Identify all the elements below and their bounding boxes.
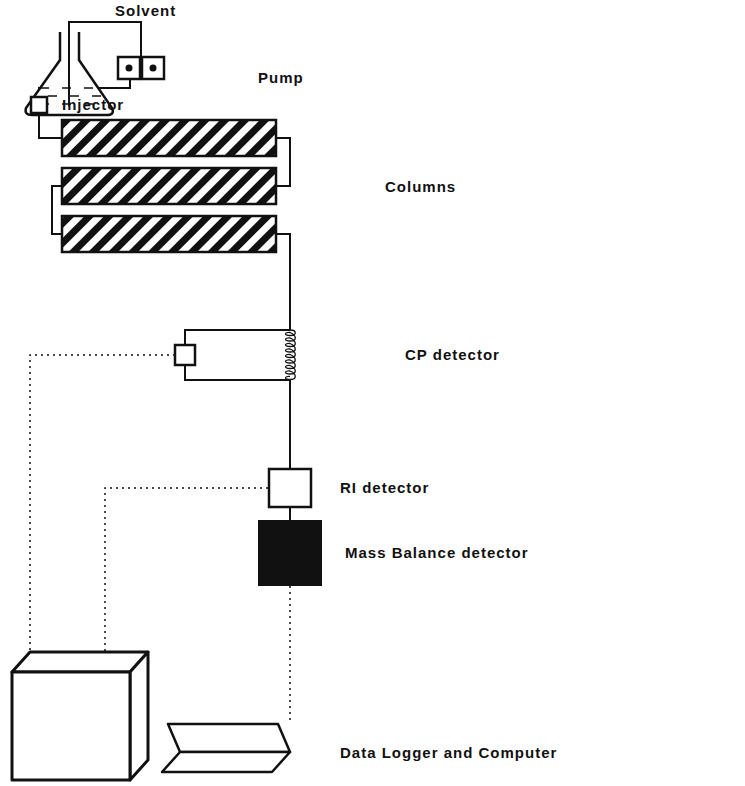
ri-detector: RI detector — [268, 468, 312, 508]
cp-detector-shape — [170, 325, 305, 385]
tubing — [289, 586, 291, 720]
tubing — [39, 114, 46, 138]
computer: Data Logger and Computer — [160, 720, 295, 776]
part-label: Solvent — [115, 2, 176, 20]
mass-balance-detector: Mass Balance detector — [258, 520, 322, 586]
part-label: RI detector — [340, 479, 429, 497]
cp-detector: CP detector — [170, 325, 305, 385]
part-label: CP detector — [405, 346, 500, 364]
signal-wire — [30, 355, 175, 652]
injector-shape — [30, 96, 48, 114]
columns-shape — [46, 116, 298, 256]
pump-shape — [118, 57, 164, 79]
tubing — [289, 385, 291, 468]
injector: Injector — [30, 96, 48, 114]
signal-wire — [105, 488, 268, 652]
part-label: Pump — [258, 69, 304, 87]
data-logger-box — [12, 652, 148, 780]
part-label: Columns — [385, 178, 456, 196]
computer-shape — [160, 720, 295, 776]
mass-balance-detector-shape — [258, 520, 322, 586]
columns: Columns — [46, 116, 298, 256]
ri-detector-shape — [268, 468, 312, 508]
part-label: Data Logger and Computer — [340, 744, 557, 762]
tubing — [289, 508, 291, 520]
pump: Pump — [118, 57, 164, 79]
part-label: Mass Balance detector — [345, 544, 529, 562]
tubing — [289, 256, 291, 325]
part-label: Injector — [62, 96, 124, 114]
